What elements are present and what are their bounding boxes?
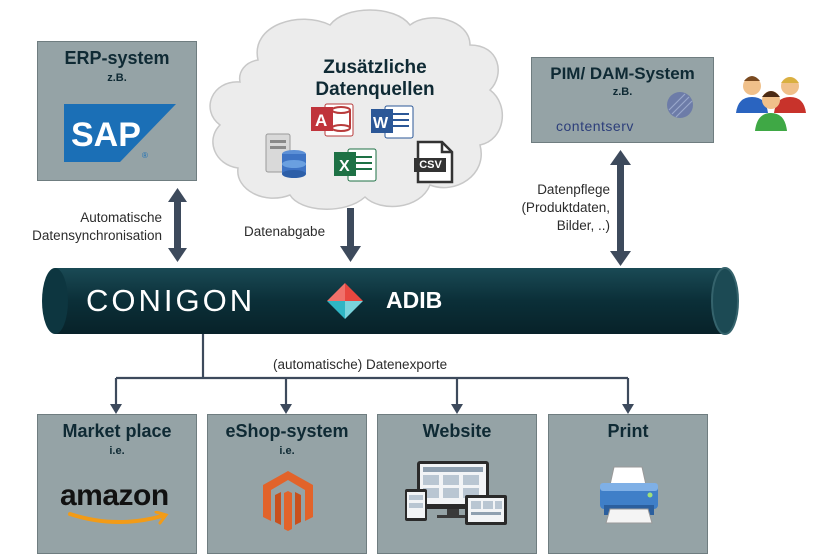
eshop-sub: i.e.	[279, 445, 295, 457]
contentserv-mark-icon	[667, 92, 693, 118]
erp-title: ERP-system	[64, 48, 170, 68]
conigon-logo-icon	[327, 283, 363, 319]
marketplace-sub: i.e.	[109, 445, 125, 457]
erp-label-line2: Datensynchronisation	[32, 228, 162, 243]
devices-icon	[405, 461, 507, 525]
erp-sub: z.B.	[107, 72, 127, 84]
word-icon: W	[371, 105, 414, 139]
svg-text:X: X	[339, 158, 350, 175]
conigon-brand: CONIGON	[86, 283, 256, 318]
adib-label: ADIB	[386, 287, 443, 313]
exports-label: (automatische) Datenexporte	[273, 357, 448, 372]
svg-text:W: W	[373, 115, 389, 132]
pim-label-line3: Bilder, ..)	[556, 218, 610, 233]
excel-icon: X	[334, 148, 377, 182]
extra-title-line1: Zusätzliche	[323, 57, 427, 78]
datenabgabe-label: Datenabgabe	[244, 224, 326, 239]
database-icon	[265, 133, 306, 178]
adib-pipe	[42, 267, 739, 335]
extra-title-line2: Datenquellen	[315, 79, 435, 100]
amazon-logo: amazon	[60, 479, 169, 512]
magento-icon	[263, 471, 313, 531]
pim-sub: z.B.	[612, 86, 633, 98]
printer-icon	[600, 466, 658, 524]
website-box: Website	[377, 414, 537, 554]
erp-sync-arrow	[168, 188, 187, 262]
svg-text:A: A	[315, 111, 327, 130]
csv-label: CSV	[419, 159, 442, 171]
users-icon	[736, 76, 806, 131]
erp-connector-label: Automatische Datensynchronisation	[10, 209, 162, 245]
svg-text:SAP: SAP	[71, 116, 141, 154]
pim-title: PIM/ DAM-System	[550, 64, 695, 83]
export-arrowheads	[110, 404, 634, 414]
eshop-box: eShop-system i.e.	[207, 414, 367, 554]
pim-label-line1: Datenpflege	[537, 182, 610, 197]
eshop-title: eShop-system	[225, 421, 349, 441]
amazon-smile-icon	[68, 511, 169, 525]
pim-label-line2: (Produktdaten,	[521, 200, 610, 215]
pim-dam-box: PIM/ DAM-System z.B. contentserv	[531, 57, 714, 143]
csv-file-icon: CSV	[414, 140, 454, 184]
access-icon: A	[311, 103, 354, 137]
pim-maintenance-arrow	[610, 150, 631, 266]
print-box: Print	[548, 414, 708, 554]
svg-text:®: ®	[142, 151, 148, 160]
extra-sources-title: Zusätzliche Datenquellen	[300, 57, 450, 101]
contentserv-logo: contentserv	[556, 118, 634, 134]
sap-logo-icon: SAP ®	[64, 104, 176, 162]
erp-system-box: ERP-system z.B. SAP ®	[37, 41, 197, 181]
marketplace-title: Market place	[62, 421, 172, 441]
datenabgabe-arrow	[340, 208, 361, 262]
erp-label-line1: Automatische	[80, 210, 162, 225]
website-title: Website	[422, 421, 492, 441]
marketplace-box: Market place i.e. amazon	[37, 414, 197, 554]
print-title: Print	[607, 421, 649, 441]
pim-connector-label: Datenpflege (Produktdaten, Bilder, ..)	[500, 181, 610, 235]
export-lines	[114, 334, 630, 406]
